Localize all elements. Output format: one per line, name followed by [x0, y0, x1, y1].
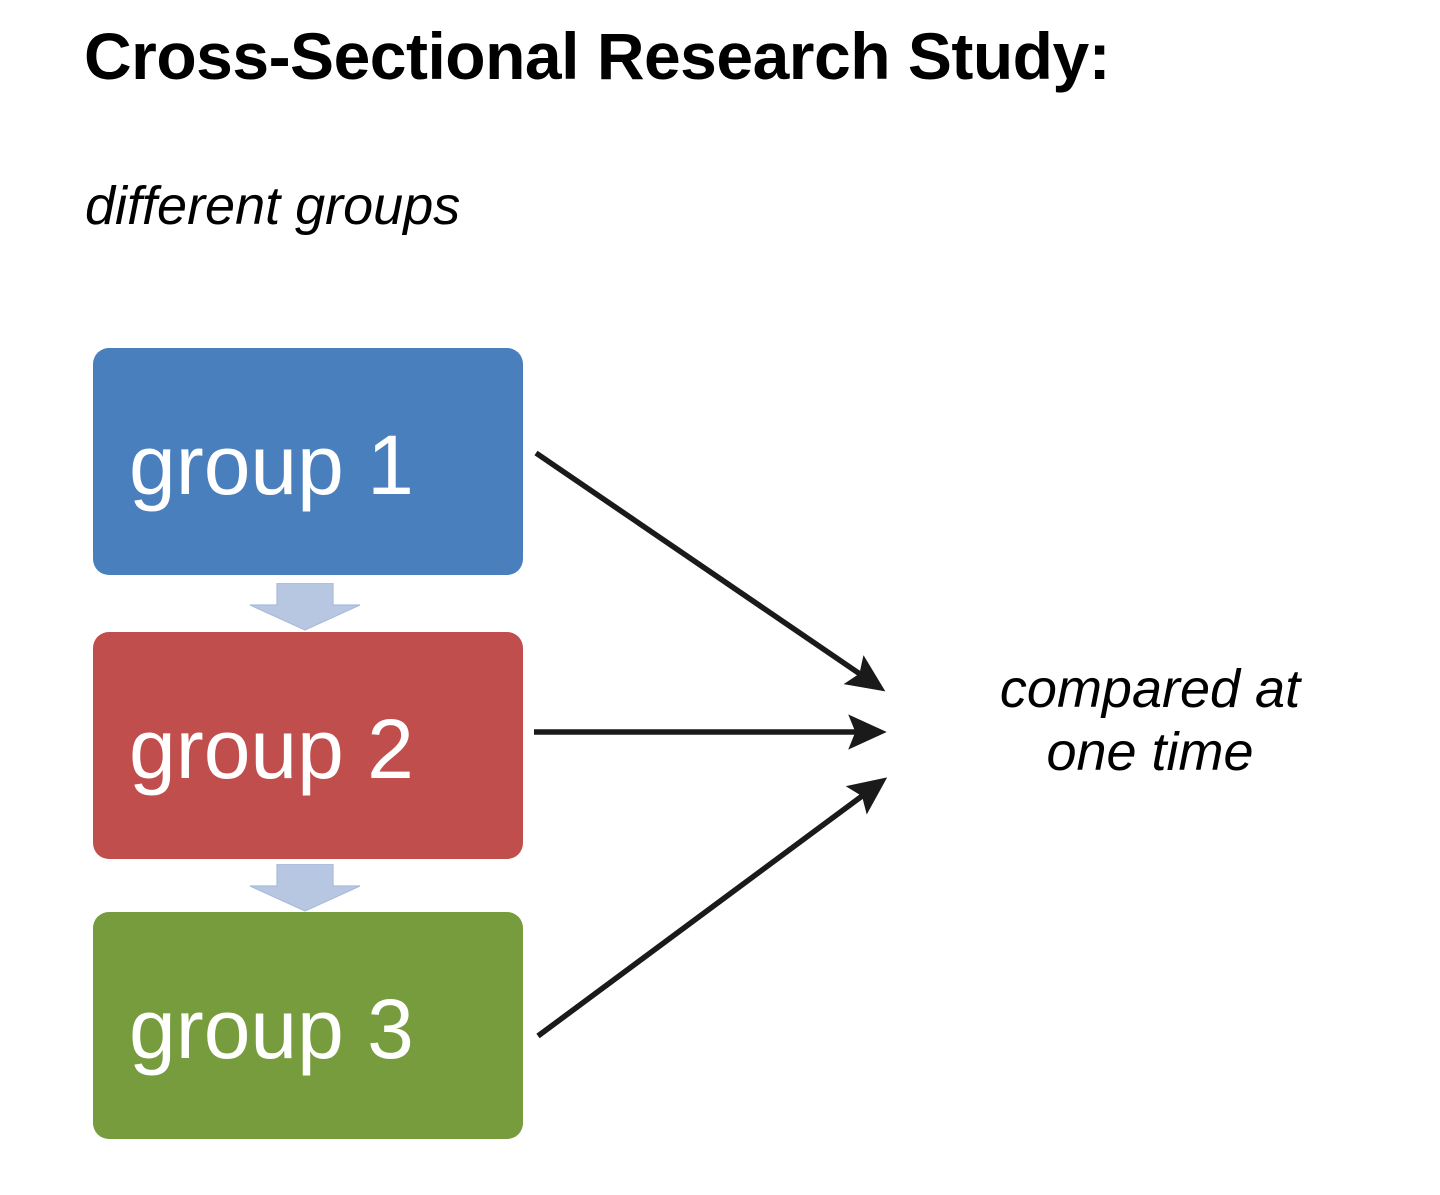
- down-arrow-icon-2: [249, 864, 361, 912]
- down-arrow-icon-1: [249, 583, 361, 631]
- arrow-group-1-to-caption: [534, 450, 886, 692]
- group-box-2[interactable]: group 2: [93, 632, 523, 859]
- caption-line-1: compared at: [999, 659, 1301, 719]
- group-box-2-label: group 2: [129, 701, 414, 796]
- group-box-1-label: group 1: [129, 417, 414, 512]
- caption-compared-at-one-time: compared at one time: [930, 658, 1370, 783]
- arrow-group-3-to-caption: [536, 777, 888, 1039]
- subtitle-different-groups: different groups: [85, 176, 461, 236]
- caption-line-2: one time: [1046, 721, 1254, 782]
- group-box-3-label: group 3: [129, 981, 414, 1076]
- page-title: Cross-Sectional Research Study:: [84, 19, 1111, 93]
- group-box-1[interactable]: group 1: [93, 348, 523, 575]
- group-box-3[interactable]: group 3: [93, 912, 523, 1139]
